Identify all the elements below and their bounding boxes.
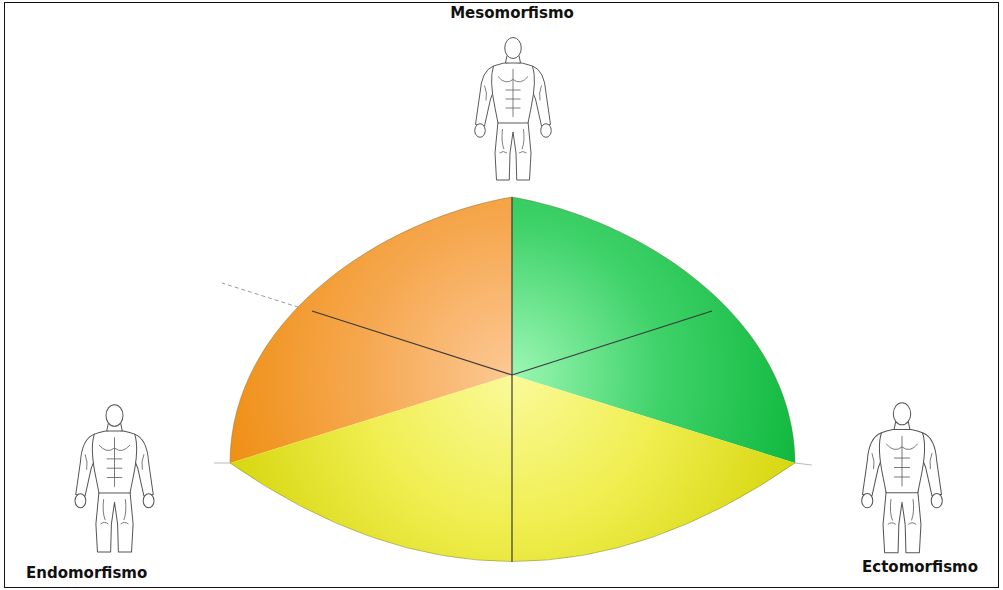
axis-line	[511, 197, 512, 562]
vertex-tick	[795, 463, 812, 465]
somatotype-label: Endomorfismo	[26, 564, 147, 582]
vertex-tick	[214, 463, 230, 464]
axis-line	[512, 311, 712, 375]
somatotype-label: Ectomorfismo	[862, 558, 978, 576]
ectomorph-figure	[862, 403, 943, 553]
somatotype-label: Mesomorfismo	[450, 4, 574, 22]
mesomorph-figure	[475, 38, 552, 181]
triangle-outline	[230, 197, 795, 562]
frame-border	[5, 3, 999, 588]
axis-lines	[312, 197, 712, 562]
endomorph-figure	[75, 405, 154, 552]
axis-line	[312, 311, 512, 375]
